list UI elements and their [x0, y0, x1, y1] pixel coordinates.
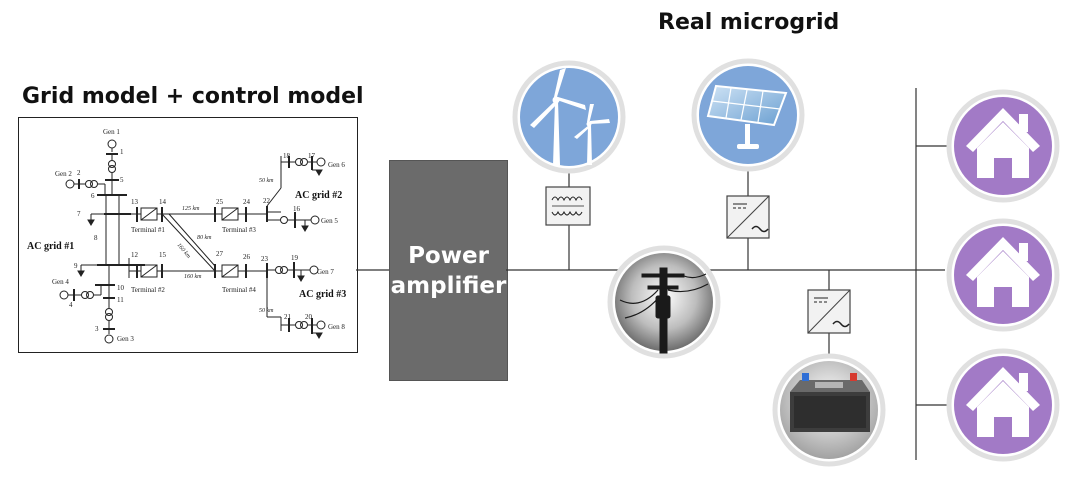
solar-panel-node: [691, 58, 805, 172]
svg-text:Gen 8: Gen 8: [328, 323, 345, 331]
svg-text:4: 4: [69, 301, 73, 309]
svg-text:16: 16: [293, 205, 301, 213]
house-node: [946, 218, 1060, 332]
power-pole-node: [607, 245, 721, 359]
power-amplifier-block: Power amplifier: [389, 160, 508, 381]
transformer-icon: [545, 186, 591, 226]
svg-text:80 km: 80 km: [197, 235, 212, 241]
house-icon: [966, 367, 1040, 437]
svg-text:1: 1: [120, 148, 124, 156]
power-amplifier-label-line2: amplifier: [390, 272, 507, 299]
svg-text:25: 25: [216, 198, 224, 206]
svg-text:19: 19: [291, 254, 299, 262]
grid-model-diagram: Gen 1 1 5 Gen 2 2 6 7 8 AC grid #1 9 Gen…: [18, 117, 358, 353]
svg-text:7: 7: [77, 210, 81, 218]
svg-text:20: 20: [305, 313, 313, 321]
svg-text:160 km: 160 km: [184, 274, 202, 280]
battery-node: [772, 353, 886, 467]
ac-grid-3: 23 19 Gen 7 AC grid #3 50 km 21 20 Gen 8: [259, 254, 346, 339]
svg-text:125 km: 125 km: [182, 206, 200, 212]
svg-text:Gen 2: Gen 2: [55, 170, 72, 178]
svg-text:18: 18: [283, 152, 291, 160]
inverter-icon: [807, 289, 851, 334]
house-icon: [966, 237, 1040, 307]
gen-1-label: Gen 1: [103, 128, 120, 136]
svg-text:2: 2: [77, 169, 81, 177]
svg-text:11: 11: [117, 296, 124, 304]
svg-text:21: 21: [284, 313, 292, 321]
ac-grid-2: 22 16 Gen 5 50 km 18 17 Gen 6 AC grid #2: [259, 152, 345, 232]
ac-grid-1-label: AC grid #1: [27, 241, 74, 252]
svg-text:Terminal #3: Terminal #3: [222, 226, 256, 234]
svg-text:23: 23: [261, 255, 269, 263]
ac-grid-3-label: AC grid #3: [299, 289, 346, 300]
svg-text:Gen 7: Gen 7: [317, 268, 334, 276]
svg-text:24: 24: [243, 198, 251, 206]
svg-text:22: 22: [263, 197, 271, 205]
svg-text:Terminal #2: Terminal #2: [131, 286, 165, 294]
svg-text:50 km: 50 km: [259, 178, 274, 184]
svg-text:17: 17: [308, 152, 316, 160]
svg-text:Terminal #4: Terminal #4: [222, 286, 256, 294]
svg-text:14: 14: [159, 198, 167, 206]
terminal-3: 25 24 Terminal #3: [214, 198, 267, 234]
svg-text:26: 26: [243, 253, 251, 261]
gen-2: Gen 2 2 6: [55, 169, 106, 200]
power-pole-icon: [619, 267, 709, 354]
inverter-icon: [726, 195, 770, 239]
grid-model-title: Grid model + control model: [22, 84, 364, 109]
microgrid-title: Real microgrid: [658, 10, 840, 35]
solar-panel-icon: [706, 84, 788, 149]
house-node: [946, 89, 1060, 203]
svg-text:5: 5: [120, 176, 124, 184]
wind-turbine-icon: [530, 68, 610, 165]
gen-1: Gen 1 1 5: [103, 128, 124, 195]
svg-text:13: 13: [131, 198, 139, 206]
terminal-4: 27 26 Terminal #4: [214, 250, 267, 294]
svg-text:12: 12: [131, 251, 139, 259]
terminal-1: 13 14 Terminal #1: [119, 198, 167, 234]
svg-text:50 km: 50 km: [259, 308, 274, 314]
power-amplifier-label-line1: Power: [408, 242, 489, 269]
svg-text:8: 8: [94, 234, 98, 242]
svg-text:9: 9: [74, 262, 78, 270]
svg-text:15: 15: [159, 251, 167, 259]
svg-text:Gen 4: Gen 4: [52, 278, 69, 286]
wind-turbine-node: [512, 60, 626, 174]
svg-text:6: 6: [91, 192, 95, 200]
svg-text:Gen 6: Gen 6: [328, 161, 345, 169]
svg-text:10: 10: [117, 284, 125, 292]
battery-icon: [790, 373, 870, 432]
svg-text:3: 3: [95, 325, 99, 333]
gen-4: Gen 4 4 10: [52, 265, 125, 309]
svg-text:Terminal #1: Terminal #1: [131, 226, 165, 234]
house-icon: [966, 108, 1040, 178]
svg-text:Gen 3: Gen 3: [117, 335, 134, 343]
house-node: [946, 348, 1060, 462]
svg-text:Gen 5: Gen 5: [321, 217, 338, 225]
terminal-2: 12 15 Terminal #2: [119, 251, 167, 294]
svg-text:27: 27: [216, 250, 224, 258]
gen-3: 11 3 Gen 3: [95, 285, 134, 344]
ac-grid-2-label: AC grid #2: [295, 190, 342, 201]
